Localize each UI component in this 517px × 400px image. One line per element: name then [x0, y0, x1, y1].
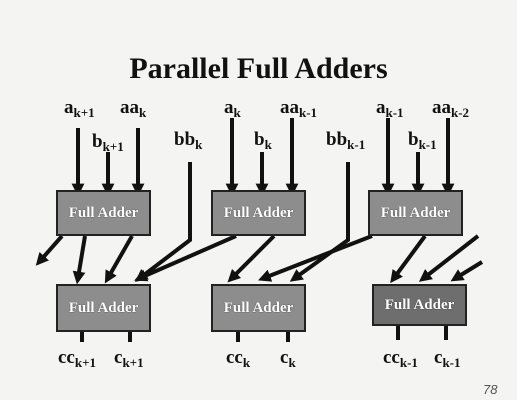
label-cc-km1: cck-1 — [383, 347, 418, 370]
label-bb-k: bbk — [174, 129, 203, 152]
label-c-k1: ck+1 — [114, 347, 144, 370]
label-c-km1: ck-1 — [434, 347, 461, 370]
arrow-fa2-to-fa5-left — [227, 234, 276, 283]
label-aa-km2: aak-2 — [432, 97, 470, 120]
label-cc-k: cck — [226, 347, 251, 370]
label-b-k: bk — [254, 129, 272, 152]
label-c-k: ck — [280, 347, 296, 370]
arrow-in-fa6-mid — [418, 234, 480, 282]
full-adder-2: Full Adder — [211, 190, 306, 236]
label-a-km1: ak-1 — [376, 97, 404, 120]
arrow-fa3-to-fa6-left — [390, 234, 427, 284]
full-adder-1: Full Adder — [56, 190, 151, 236]
full-adder-6: Full Adder — [372, 284, 467, 326]
label-a-k1: ak+1 — [64, 97, 95, 120]
arrow-fa1-to-fa4-mid — [104, 235, 134, 284]
label-a-k: ak — [224, 97, 241, 120]
arrow-carry-out-left — [35, 234, 64, 266]
label-b-k1: bk+1 — [92, 131, 124, 154]
arrow-fa1-to-fa4-left — [72, 235, 87, 285]
page-title: Parallel Full Adders — [129, 52, 388, 85]
label-aa-km1: aak-1 — [280, 97, 318, 120]
label-bb-km1: bbk-1 — [326, 129, 366, 152]
label-b-km1: bk-1 — [408, 129, 437, 152]
label-aa-k: aak — [120, 97, 147, 120]
label-cc-k1: cck+1 — [58, 347, 97, 370]
full-adder-5: Full Adder — [211, 284, 306, 332]
page-number: 78 — [483, 382, 498, 397]
arrow-bb-k — [134, 162, 192, 282]
full-adder-4: Full Adder — [56, 284, 151, 332]
arrow-in-fa6-right — [450, 260, 484, 282]
arrow-fa2-to-fa4-right — [134, 234, 237, 282]
arrow-fa3-to-fa5-mid — [258, 234, 373, 282]
arrow-bb-km1 — [289, 162, 350, 282]
full-adder-3: Full Adder — [368, 190, 463, 236]
